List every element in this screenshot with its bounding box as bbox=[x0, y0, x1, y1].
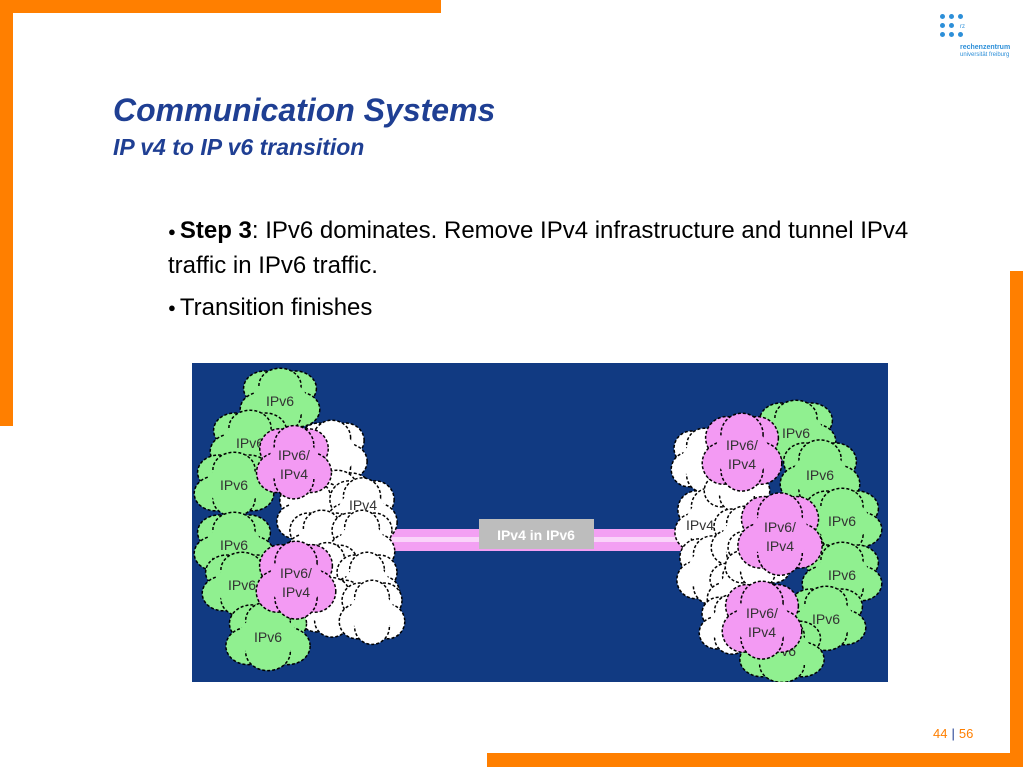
dual-stack-label: IPv6/ bbox=[278, 447, 310, 463]
ipv6-label: IPv6 bbox=[266, 393, 294, 409]
logo-line2: universität freiburg bbox=[960, 52, 1010, 58]
ipv6-cloud-node: IPv6 bbox=[239, 367, 321, 434]
dual-stack-cloud-node: IPv6/IPv4 bbox=[255, 540, 337, 620]
bullet-text: : IPv6 dominates. Remove IPv4 infrastruc… bbox=[168, 217, 909, 279]
ipv6-label: IPv6 bbox=[812, 611, 840, 627]
ipv6-label: IPv6 bbox=[806, 467, 834, 483]
page-total: 56 bbox=[958, 726, 974, 741]
ipv6-label: IPv6 bbox=[236, 435, 264, 451]
ipv6-cloud-node: IPv6 bbox=[785, 585, 867, 652]
ipv4-label: IPv4 bbox=[686, 517, 714, 533]
network-diagram-svg: IPv4 in IPv6 IPv6IPv6IPv6IPv6IPv6IPv6IPv… bbox=[193, 367, 883, 682]
orange-bar-left bbox=[0, 0, 13, 426]
dual-stack-label: IPv4 bbox=[766, 538, 794, 554]
dual-stack-label: IPv4 bbox=[728, 456, 756, 472]
ipv6-label: IPv6 bbox=[828, 513, 856, 529]
slide-subtitle: IP v4 to IP v6 transition bbox=[113, 134, 365, 160]
dual-stack-cloud-node: IPv6/IPv4 bbox=[255, 424, 333, 500]
university-logo: rz rechenzentrum universität freiburg bbox=[940, 14, 1020, 62]
tunnel-label: IPv4 in IPv6 bbox=[497, 527, 575, 543]
ipv6-label: IPv6 bbox=[782, 425, 810, 441]
page-separator: | bbox=[951, 726, 955, 741]
ipv6-cloud-node: IPv6 bbox=[225, 601, 311, 672]
ipv6-label: IPv6 bbox=[220, 537, 248, 553]
dual-stack-label: IPv6/ bbox=[726, 437, 758, 453]
bullet-item: ●Transition finishes bbox=[168, 291, 928, 326]
slide-title: Communication Systems bbox=[113, 92, 496, 128]
dual-stack-label: IPv6/ bbox=[280, 565, 312, 581]
logo-dots-icon bbox=[940, 14, 1020, 37]
bullet-text: Transition finishes bbox=[179, 293, 373, 321]
ipv6-label: IPv6 bbox=[254, 629, 282, 645]
logo-line1: rechenzentrum bbox=[960, 44, 1011, 51]
bullet-bold: Step 3 bbox=[179, 217, 252, 244]
page-current: 44 bbox=[933, 726, 948, 741]
dual-stack-label: IPv4 bbox=[280, 466, 308, 482]
bullet-dot-icon: ● bbox=[168, 300, 176, 316]
orange-bar-top bbox=[0, 0, 441, 13]
dual-stack-label: IPv4 bbox=[748, 624, 776, 640]
dual-stack-label: IPv4 bbox=[282, 584, 310, 600]
dual-stack-cloud-node: IPv6/IPv4 bbox=[721, 580, 803, 660]
bullet-list: ●Step 3: IPv6 dominates. Remove IPv4 inf… bbox=[168, 214, 928, 333]
dual-stack-label: IPv6/ bbox=[764, 519, 796, 535]
orange-bar-right bbox=[1010, 271, 1023, 767]
ipv4-cloud-node bbox=[338, 579, 406, 646]
ipv6-label: IPv6 bbox=[828, 567, 856, 583]
tunnel-label-box bbox=[479, 519, 594, 549]
dual-stack-cloud-node: IPv6/IPv4 bbox=[737, 492, 823, 577]
ipv6-label: IPv6 bbox=[220, 477, 248, 493]
ipv6-label: IPv6 bbox=[228, 577, 256, 593]
logo-abbr: rz bbox=[960, 24, 965, 30]
dual-stack-label: IPv6/ bbox=[746, 605, 778, 621]
page-number: 44|56 bbox=[933, 726, 973, 741]
dual-stack-cloud-node: IPv6/IPv4 bbox=[701, 412, 783, 492]
bullet-item: ●Step 3: IPv6 dominates. Remove IPv4 inf… bbox=[168, 214, 928, 283]
orange-bar-bottom bbox=[487, 753, 1023, 767]
ipv4-label: IPv4 bbox=[349, 497, 377, 513]
bullet-dot-icon: ● bbox=[168, 223, 176, 239]
